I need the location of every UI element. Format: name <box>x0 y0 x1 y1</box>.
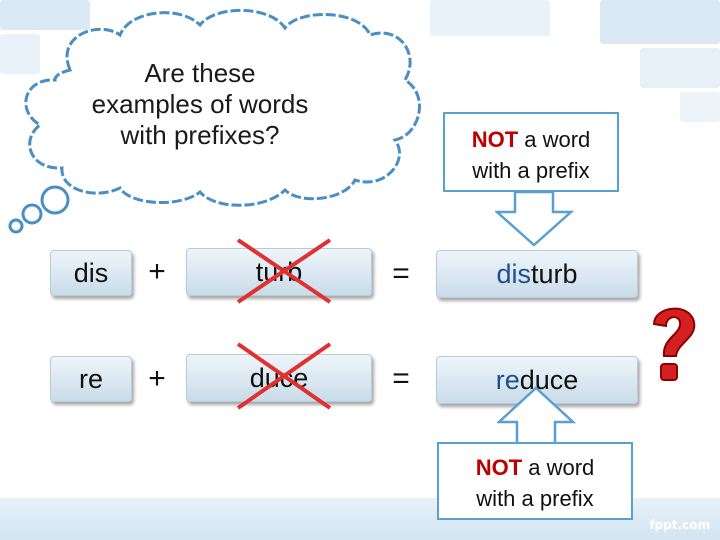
plus-sign: + <box>148 255 166 288</box>
arrow-down-icon <box>495 190 575 247</box>
plus-sign: + <box>148 362 166 395</box>
watermark: fppt.com <box>649 518 710 532</box>
result-box-disturb: disturb <box>436 250 638 298</box>
note-top-rest: a word <box>518 127 591 152</box>
root-text: turb <box>255 256 303 287</box>
note-bottom-line-2: with a prefix <box>476 486 594 511</box>
result-prefix: dis <box>496 258 531 289</box>
cloud-bubble-medium <box>21 203 43 225</box>
bg-tile <box>680 92 720 122</box>
cloud-shape <box>24 8 421 207</box>
note-bottom: NOT a word with a prefix <box>437 442 633 520</box>
equals-sign: = <box>392 362 410 395</box>
equals-sign: = <box>392 257 410 290</box>
cloud-bubble-large <box>40 185 70 215</box>
bg-tile <box>600 0 720 44</box>
note-top-line-1: NOT a word <box>445 124 617 155</box>
bg-tile <box>430 0 550 36</box>
bg-tile <box>0 0 90 30</box>
note-bottom-not: NOT <box>475 455 523 480</box>
prefix-text: dis <box>73 257 109 288</box>
thought-cloud <box>8 8 421 234</box>
note-top-not: NOT <box>471 127 519 152</box>
result-text: disturb <box>496 259 577 290</box>
cross-out-icon <box>236 342 332 410</box>
cloud-question: Are these examples of words with prefixe… <box>62 58 338 151</box>
cloud-line-1: Are these <box>144 58 256 88</box>
note-top: NOT a word with a prefix <box>443 112 619 192</box>
prefix-text: re <box>78 363 103 394</box>
cloud-line-2: examples of words <box>91 89 309 119</box>
result-rest: duce <box>519 364 579 395</box>
result-rest: turb <box>530 258 578 289</box>
cross-out-icon <box>236 238 332 304</box>
cloud-line-3: with prefixes? <box>120 120 280 150</box>
bg-tile <box>0 34 40 74</box>
bg-tile <box>640 48 720 88</box>
result-prefix: re <box>495 364 520 395</box>
result-text: reduce <box>496 365 579 396</box>
note-bottom-rest: a word <box>522 455 595 480</box>
prefix-box-dis: dis <box>50 250 132 296</box>
question-mark-icon <box>652 307 696 381</box>
cloud-bubble-small <box>8 218 24 234</box>
prefix-box-re: re <box>50 356 132 402</box>
note-bottom-line-1: NOT a word <box>439 452 631 483</box>
note-top-line-2: with a prefix <box>472 158 590 183</box>
arrow-up-icon <box>497 386 577 448</box>
